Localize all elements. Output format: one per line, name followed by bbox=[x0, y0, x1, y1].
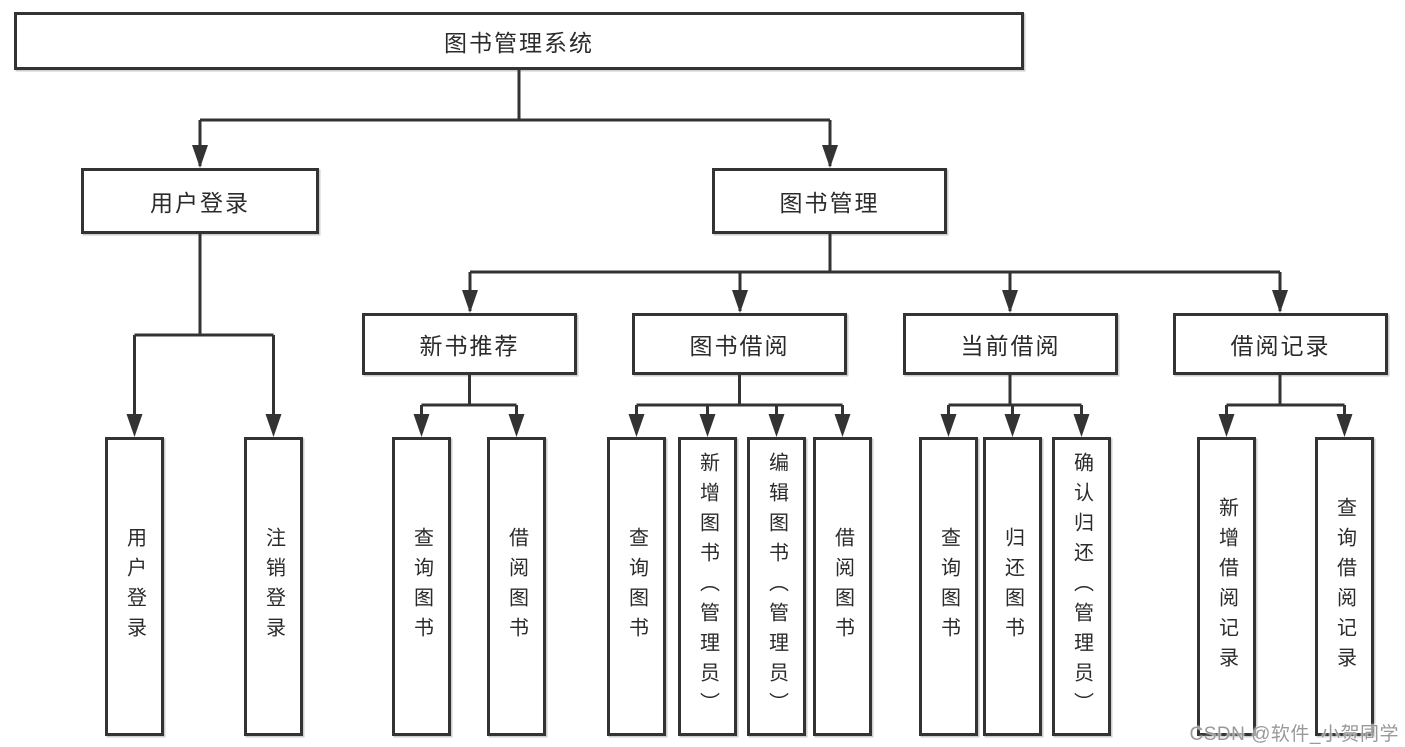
leaf-label: 确认归还（管理员） bbox=[1070, 451, 1093, 722]
leaf-add-book-admin: 新增图书（管理员） bbox=[678, 437, 737, 736]
arrowheads bbox=[126, 145, 1353, 437]
node-current-borrowing: 当前借阅 bbox=[903, 313, 1118, 375]
leaf-borrow-books-borrowing: 借阅图书 bbox=[813, 437, 872, 736]
leaf-query-books-borrowing: 查询图书 bbox=[607, 437, 666, 736]
node-borrowing-records: 借阅记录 bbox=[1173, 313, 1388, 375]
leaf-label: 查询图书 bbox=[625, 526, 648, 647]
leaf-label: 新增图书（管理员） bbox=[696, 451, 719, 722]
connector-stems bbox=[133, 70, 1346, 433]
leaf-edit-book-admin: 编辑图书（管理员） bbox=[747, 437, 806, 736]
node-new-book-recommendation: 新书推荐 bbox=[362, 313, 577, 375]
node-label: 当前借阅 bbox=[960, 333, 1061, 359]
leaf-label: 归还图书 bbox=[1001, 526, 1024, 647]
node-label: 图书管理系统 bbox=[444, 30, 594, 56]
leaf-label: 新增借阅记录 bbox=[1215, 496, 1238, 677]
leaf-label: 注销登录 bbox=[262, 526, 285, 647]
leaf-user-login: 用户登录 bbox=[105, 437, 164, 736]
node-user-login: 用户登录 bbox=[81, 168, 319, 234]
leaf-confirm-return-admin: 确认归还（管理员） bbox=[1052, 437, 1111, 736]
leaf-query-borrow-record: 查询借阅记录 bbox=[1315, 437, 1374, 736]
leaf-label: 借阅图书 bbox=[505, 526, 528, 647]
leaf-query-books-recommend: 查询图书 bbox=[392, 437, 451, 736]
node-library-management-system: 图书管理系统 bbox=[14, 12, 1024, 70]
leaf-label: 查询借阅记录 bbox=[1333, 496, 1356, 677]
node-label: 图书管理 bbox=[779, 190, 880, 216]
node-label: 借阅记录 bbox=[1230, 333, 1331, 359]
leaf-logout: 注销登录 bbox=[244, 437, 303, 736]
leaf-label: 用户登录 bbox=[123, 526, 146, 647]
leaf-label: 查询图书 bbox=[937, 526, 960, 647]
node-book-management: 图书管理 bbox=[712, 168, 947, 234]
leaf-add-borrow-record: 新增借阅记录 bbox=[1197, 437, 1256, 736]
leaf-return-books: 归还图书 bbox=[983, 437, 1042, 736]
leaf-query-books-current: 查询图书 bbox=[919, 437, 978, 736]
leaf-label: 编辑图书（管理员） bbox=[765, 451, 788, 722]
node-book-borrowing: 图书借阅 bbox=[632, 313, 847, 375]
node-label: 用户登录 bbox=[150, 190, 250, 216]
leaf-label: 查询图书 bbox=[410, 526, 433, 647]
leaf-borrow-books-recommend: 借阅图书 bbox=[487, 437, 546, 736]
leaf-label: 借阅图书 bbox=[831, 526, 854, 647]
watermark: CSDN @软件_小贺同学 bbox=[1189, 724, 1399, 745]
node-label: 新书推荐 bbox=[419, 333, 520, 359]
node-label: 图书借阅 bbox=[689, 333, 790, 359]
